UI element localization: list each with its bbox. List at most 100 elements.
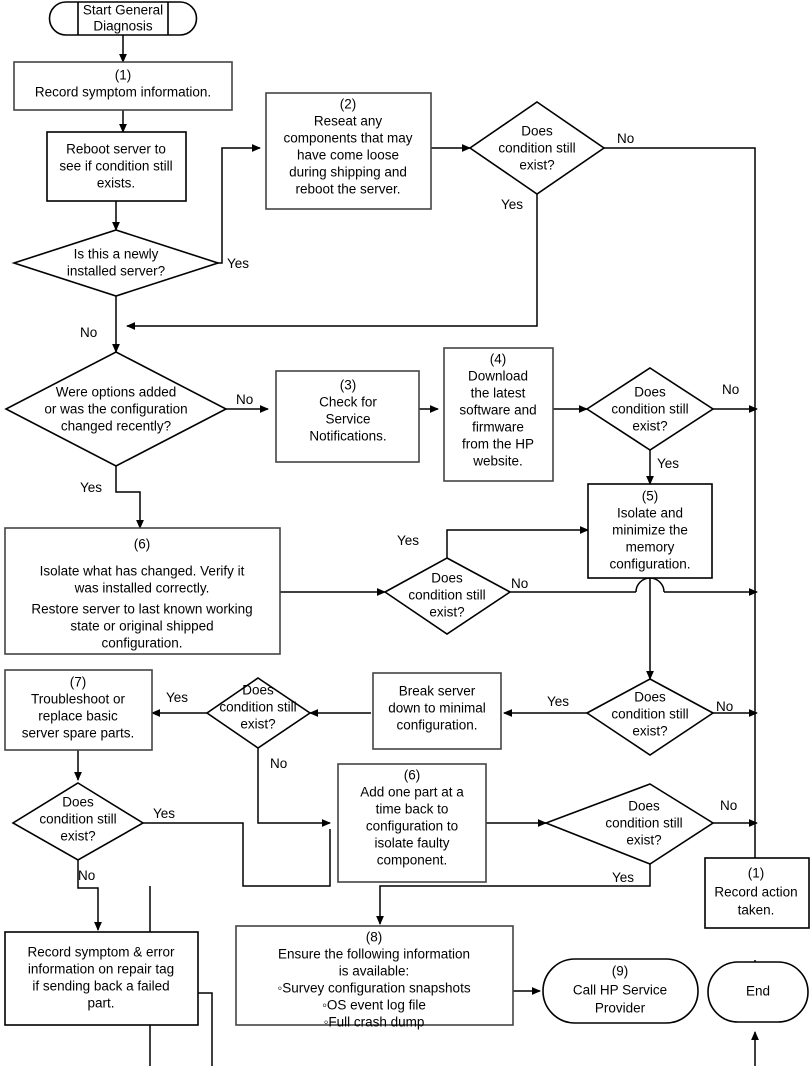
- node-step4-line-4: firmware: [472, 420, 524, 435]
- node-cond-after-memory[interactable]: Does condition still exist?: [585, 678, 715, 756]
- node-break-line-0: Break server: [399, 684, 476, 699]
- node-cond-after-add-part[interactable]: Does condition still exist?: [543, 783, 715, 865]
- node-step2-line-2: components that may: [283, 131, 412, 146]
- node-step9-line-0: (9): [612, 964, 629, 979]
- label-addpart-no: No: [720, 798, 737, 813]
- edge-repairtag-down: [198, 992, 213, 1066]
- node-reboot-line-2: exists.: [97, 176, 135, 191]
- node-step4-download[interactable]: (4) Download the latest software and fir…: [443, 347, 554, 482]
- node-reboot-line-1: see if condition still: [59, 159, 172, 174]
- node-step4-line-6: website.: [472, 454, 523, 469]
- node-cond-after-download[interactable]: Does condition still exist?: [585, 367, 715, 451]
- node-repairtag-line-0: Record symptom & error: [27, 945, 175, 960]
- node-step3-service-notifications[interactable]: (3) Check for Service Notifications.: [275, 370, 420, 463]
- node-start[interactable]: Start General Diagnosis: [48, 1, 198, 36]
- node-break-line-1: down to minimal: [388, 701, 486, 716]
- node-newly-installed-decision[interactable]: Is this a newly installed server?: [11, 229, 221, 297]
- node-step4-line-3: software and: [459, 403, 536, 418]
- node-step6b-line-0: (6): [404, 768, 421, 783]
- node-step7-line-2: replace basic: [38, 709, 118, 724]
- node-step1-record-symptom[interactable]: (1) Record symptom information.: [13, 61, 233, 111]
- node-step2-reseat[interactable]: (2) Reseat any components that may have …: [265, 92, 432, 210]
- node-repairtag-line-2: if sending back a failed: [32, 979, 169, 994]
- label-isolate-yes: Yes: [397, 533, 419, 548]
- node-cond-dl-line-2: exist?: [632, 419, 667, 434]
- node-step5-line-3: memory: [626, 540, 675, 555]
- node-end[interactable]: End: [707, 961, 809, 1023]
- node-step6-add-part[interactable]: (6) Add one part at a time back to confi…: [337, 763, 487, 883]
- node-record-action-line-1: Record action: [714, 885, 797, 900]
- node-cond-brk-line-1: condition still: [219, 700, 296, 715]
- node-step1-record-action[interactable]: (1) Record action taken.: [704, 857, 810, 929]
- node-step3-line-1: Check for: [319, 395, 377, 410]
- node-cond-dl-line-1: condition still: [611, 402, 688, 417]
- node-cond-brk-line-0: Does: [242, 683, 274, 698]
- node-step6a-line-0: (6): [134, 537, 151, 552]
- node-step8-line-5: ◦Full crash dump: [324, 1015, 425, 1030]
- edge-options-yes-to-step6: [115, 466, 144, 529]
- node-cond-iso-line-2: exist?: [429, 605, 464, 620]
- node-cond-mem-line-2: exist?: [632, 724, 667, 739]
- node-step6b-line-4: isolate faulty: [374, 836, 449, 851]
- node-options-line-1: or was the configuration: [44, 402, 187, 417]
- node-cond-sp-line-0: Does: [62, 795, 94, 810]
- label-spares-no: No: [78, 868, 95, 883]
- node-cond-add-line-1: condition still: [605, 816, 682, 831]
- node-cond-sp-line-1: condition still: [39, 812, 116, 827]
- node-options-added-decision[interactable]: Were options added or was the configurat…: [4, 351, 228, 467]
- label-memory-no: No: [716, 699, 733, 714]
- node-step5-line-0: (5): [642, 489, 659, 504]
- node-newly-line-1: installed server?: [67, 264, 165, 279]
- node-step6a-line-3: Restore server to last known working: [31, 602, 252, 617]
- node-cond-after-isolate[interactable]: Does condition still exist?: [383, 557, 512, 635]
- node-cond-brk-line-2: exist?: [240, 717, 275, 732]
- node-step6a-line-2: was installed correctly.: [74, 581, 210, 596]
- edge-newly-yes-to-reseat: [218, 144, 261, 264]
- node-step2-line-4: during shipping and: [289, 165, 407, 180]
- node-step6b-line-5: component.: [377, 853, 448, 868]
- label-isolate-no: No: [511, 576, 528, 591]
- node-break-line-2: configuration.: [396, 718, 477, 733]
- node-cond-after-break[interactable]: Does condition still exist?: [205, 677, 312, 749]
- node-record-action-line-2: taken.: [738, 903, 775, 918]
- node-cond-after-reseat[interactable]: Does condition still exist?: [468, 101, 606, 195]
- node-step5-memory[interactable]: (5) Isolate and minimize the memory conf…: [587, 483, 713, 579]
- node-step6a-line-1: Isolate what has changed. Verify it: [40, 564, 245, 579]
- edge-reseat-no: [604, 147, 756, 332]
- edge-reseat-yes-back: [126, 194, 538, 330]
- node-cond-after-spares[interactable]: Does condition still exist?: [11, 782, 145, 861]
- node-step8-information[interactable]: (8) Ensure the following information is …: [235, 925, 514, 1030]
- node-cond-mem-line-0: Does: [634, 690, 666, 705]
- node-step9-call-hp[interactable]: (9) Call HP Service Provider: [542, 958, 699, 1024]
- node-step8-line-3: ◦Survey configuration snapshots: [277, 981, 470, 996]
- label-reseat-yes: Yes: [501, 197, 523, 212]
- node-step6b-line-3: configuration to: [366, 819, 458, 834]
- node-record-repair-tag[interactable]: Record symptom & error information on re…: [4, 931, 199, 1026]
- label-break-yes: Yes: [166, 690, 188, 705]
- node-cond-iso-line-0: Does: [431, 571, 463, 586]
- node-step3-line-3: Notifications.: [309, 429, 386, 444]
- node-cond-mem-line-1: condition still: [611, 707, 688, 722]
- node-step6b-line-2: time back to: [376, 802, 449, 817]
- node-reboot-server[interactable]: Reboot server to see if condition still …: [46, 131, 187, 202]
- node-start-line-1: Diagnosis: [93, 19, 153, 34]
- node-break-server-down[interactable]: Break server down to minimal configurati…: [372, 672, 502, 750]
- node-step2-line-1: Reseat any: [314, 114, 383, 129]
- edge-spares-yes: [143, 822, 331, 887]
- node-step9-line-2: Provider: [595, 1001, 646, 1016]
- node-step8-line-2: is available:: [339, 964, 410, 979]
- node-cond-reseat-line-0: Does: [521, 124, 553, 139]
- node-repairtag-line-1: information on repair tag: [28, 962, 174, 977]
- node-step7-spare-parts[interactable]: (7) Troubleshoot or replace basic server…: [4, 669, 153, 751]
- node-step4-line-0: (4): [490, 352, 507, 367]
- node-newly-line-0: Is this a newly: [74, 247, 159, 262]
- node-options-line-2: changed recently?: [61, 419, 171, 434]
- node-step6-isolate-changed[interactable]: (6) Isolate what has changed. Verify it …: [4, 527, 281, 655]
- node-cond-add-line-0: Does: [628, 799, 660, 814]
- node-start-line-0: Start General: [83, 3, 163, 18]
- node-step9-line-1: Call HP Service: [573, 983, 667, 998]
- node-step8-line-4: ◦OS event log file: [322, 998, 426, 1013]
- node-step2-line-0: (2): [340, 97, 357, 112]
